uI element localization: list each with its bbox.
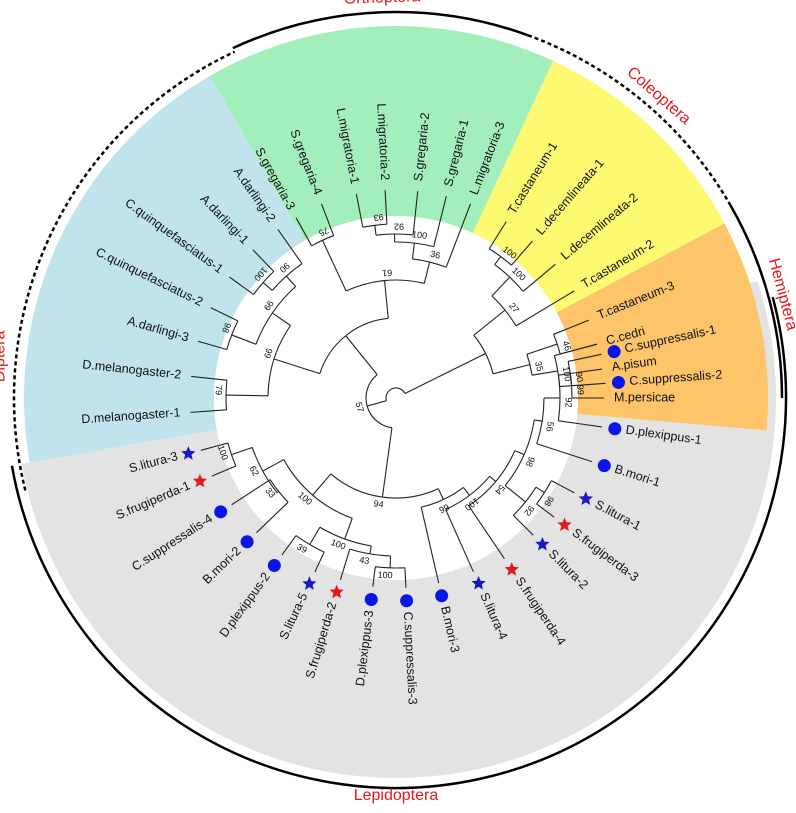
circle-marker <box>612 376 625 389</box>
circle-marker <box>598 459 611 472</box>
circle-marker <box>268 559 281 572</box>
bootstrap-value: 90 <box>574 371 585 382</box>
leaf-label: M.persicae <box>614 390 675 404</box>
bootstrap-value: 100 <box>412 229 428 241</box>
bootstrap-value: 92 <box>564 397 574 407</box>
circle-marker <box>365 593 378 606</box>
bootstrap-value: 79 <box>214 385 224 395</box>
bootstrap-value: 94 <box>373 498 384 509</box>
bootstrap-value: 43 <box>359 555 371 567</box>
hemiptera-label: Hemiptera <box>765 257 796 333</box>
branch <box>226 395 268 396</box>
circle-marker <box>214 505 227 518</box>
diptera-label: Diptera <box>0 331 8 383</box>
bootstrap-value: 99 <box>575 385 586 396</box>
branch <box>386 212 387 224</box>
bootstrap-value: 100 <box>377 570 392 581</box>
circle-marker <box>241 535 254 548</box>
circle-marker <box>400 594 413 607</box>
circle-marker <box>608 345 621 358</box>
orthoptera-label: Orthoptera <box>344 0 421 8</box>
bootstrap-value: 61 <box>382 267 393 278</box>
bootstrap-value: 92 <box>394 222 404 232</box>
circle-marker <box>608 422 621 435</box>
bootstrap-value: 93 <box>373 212 384 223</box>
circle-marker <box>435 589 448 602</box>
lepidoptera-label: Lepidoptera <box>354 787 439 804</box>
bootstrap-value: 56 <box>544 421 555 432</box>
